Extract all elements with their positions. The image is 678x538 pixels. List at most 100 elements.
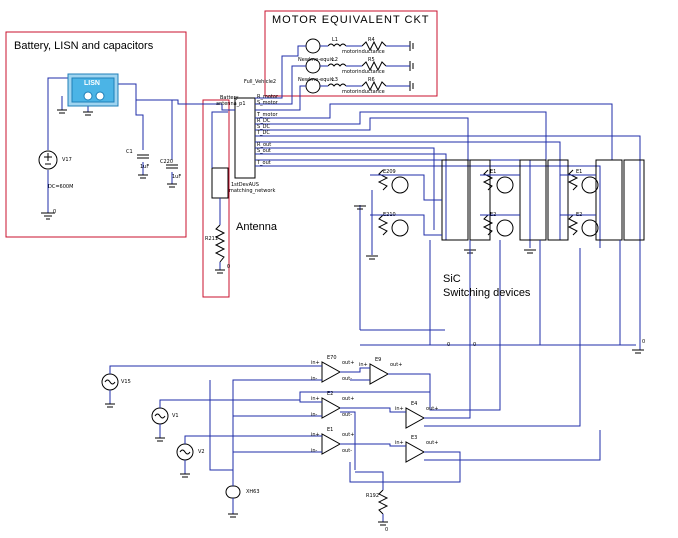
matching-network-block — [211, 167, 229, 199]
motor-inductance-label: motorinductance — [342, 69, 385, 75]
motor-r5-label: R5 — [368, 57, 375, 63]
switch-label: E2 — [576, 212, 583, 218]
r211-resistor-icon — [214, 224, 226, 263]
sic-title-line2: Switching devices — [443, 287, 531, 299]
opamp-section — [101, 361, 426, 515]
pin-label: in- — [311, 376, 318, 382]
ground-icon — [409, 41, 414, 91]
motor-wires — [255, 45, 410, 111]
c1-value: 1uF — [140, 164, 150, 170]
pulse-source-label: XH63 — [246, 489, 260, 495]
full-vehicle-block — [234, 97, 256, 179]
pin-label: in- — [311, 448, 318, 454]
battery-section-title: Battery, LISN and capacitors — [14, 40, 154, 52]
ground-node-label: 0 — [473, 342, 477, 348]
port-label: R_motor — [257, 94, 278, 100]
motor-equiv-box — [264, 10, 438, 97]
motor-l2-label: L2 — [332, 57, 338, 63]
pin-label: in+ — [311, 432, 320, 438]
motor-section-title: MOTOR EQUIVALENT CKT — [272, 14, 430, 26]
port-label: S_out — [257, 148, 271, 154]
switch-label: E1 — [576, 169, 583, 175]
matching-name-label: 1stDevAUS — [231, 182, 259, 188]
antenna-section-title: Antenna — [236, 221, 277, 233]
v17-label: V17 — [62, 157, 72, 163]
pin-label: out+ — [426, 406, 439, 412]
ground-icon — [41, 109, 177, 220]
ground-node-label: 0 — [447, 342, 451, 348]
pin-label: in+ — [359, 362, 368, 368]
battery-lisn-circuit — [47, 77, 222, 213]
ground-node-label: 0 — [385, 527, 389, 533]
pin-label: in+ — [395, 406, 404, 412]
pin-label: out- — [342, 376, 352, 382]
ground-node-label: 0 — [227, 264, 231, 270]
v1-label: V1 — [172, 413, 179, 419]
ground-node-label: 0 — [642, 339, 646, 345]
motor-l3-label: L3 — [332, 77, 338, 83]
pulse-source-icon — [225, 485, 241, 499]
lisn-label: LISN — [84, 80, 100, 87]
port-label: S_DC — [257, 124, 271, 130]
motor-r6-label: R6 — [368, 77, 375, 83]
motor-src-label: Newlmo-equiv — [298, 57, 334, 63]
c220-label: C220 — [160, 159, 174, 165]
pin-label: out- — [342, 448, 352, 454]
opamp-label: E9 — [375, 357, 382, 363]
antenna-wires — [211, 104, 235, 270]
opamp-label: E1 — [327, 427, 334, 433]
r211-label: R211 — [205, 236, 219, 242]
port-label: R_DC — [257, 118, 271, 124]
full-vehicle-label: Full_Vehicle2 — [244, 79, 277, 85]
motor-l1-label: L1 — [332, 37, 338, 43]
pin-label: out+ — [342, 432, 355, 438]
pin-label: out+ — [342, 360, 355, 366]
switch-label: E2 — [490, 212, 497, 218]
control-wires — [109, 240, 601, 522]
switch-label: E1 — [490, 169, 497, 175]
r192-resistor-icon — [377, 489, 389, 515]
v2-label: V2 — [198, 449, 205, 455]
lisn-block — [67, 73, 119, 107]
motor-inductance-label: motorinductance — [342, 89, 385, 95]
opamp-label: E2 — [327, 391, 334, 397]
pin-label: in+ — [311, 360, 320, 366]
port-label: T_motor — [257, 112, 278, 118]
v17-value: DC=600M — [48, 184, 74, 190]
pin-label: in+ — [395, 440, 404, 446]
c1-label: C1 — [126, 149, 133, 155]
antenna-box — [202, 99, 230, 298]
ground-node-label: 0 — [53, 209, 57, 215]
port-label: R_out — [257, 142, 272, 148]
battery-pin-label: Battery — [220, 95, 239, 101]
pin-label: out- — [342, 412, 352, 418]
motor-inductance-label: motorinductance — [342, 49, 385, 55]
motor-src-label: Newlmo-equiv — [298, 77, 334, 83]
c220-value: 1uF — [172, 174, 182, 180]
pin-label: out+ — [390, 362, 403, 368]
pin-label: out+ — [342, 396, 355, 402]
r192-label: R192 — [366, 493, 380, 499]
control-grounds — [105, 403, 388, 526]
battery-lisn-box — [5, 31, 187, 238]
switch-label: E210 — [383, 212, 396, 218]
antenna-pin-label: antenna_p1 — [216, 101, 246, 107]
motor-r4-label: R4 — [368, 37, 375, 43]
sic-title-line1: SiC — [443, 273, 461, 285]
pin-label: out+ — [426, 440, 439, 446]
opamp-label: E3 — [411, 435, 418, 441]
sic-wires — [359, 174, 636, 346]
switch-label: E209 — [383, 169, 396, 175]
opamp-label: E4 — [411, 401, 418, 407]
port-label: S_motor — [257, 100, 278, 106]
port-label: T_DC — [257, 130, 270, 136]
opamp-label: E70 — [327, 355, 337, 361]
v15-label: V15 — [121, 379, 131, 385]
pin-label: in+ — [311, 396, 320, 402]
pin-label: in- — [311, 412, 318, 418]
matching-sub-label: matching_network — [229, 188, 276, 194]
sic-switching-block — [377, 159, 645, 241]
v17-source-icon — [38, 150, 58, 170]
port-label: T_out — [257, 160, 271, 166]
